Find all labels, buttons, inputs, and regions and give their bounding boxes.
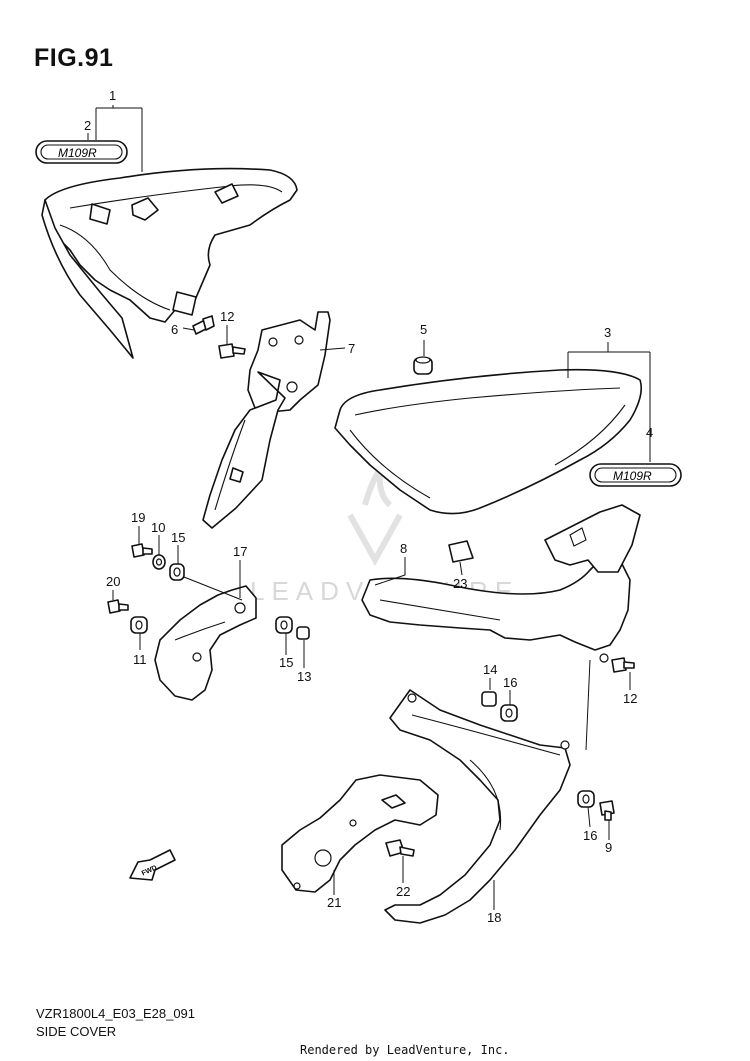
part-3-side-cover: [334, 368, 643, 515]
callout-1: 1: [109, 88, 116, 103]
callout-16-upper: 16: [503, 675, 517, 690]
part-6-screw: [192, 315, 215, 335]
part-5-grommet: [413, 356, 433, 375]
callout-3: 3: [604, 325, 611, 340]
callout-12-upper: 12: [220, 309, 234, 324]
callout-15-upper: 15: [171, 530, 185, 545]
part-18-lower-cover: [384, 689, 571, 924]
part-9-screw: [599, 800, 615, 821]
callout-20: 20: [106, 574, 120, 589]
part-19-screw: [131, 543, 153, 558]
emblem-label-right: M109R: [613, 469, 652, 483]
part-2-emblem: M109R: [35, 140, 128, 164]
part-11-grommet: [130, 616, 148, 634]
fwd-direction-arrow-icon: FWD: [129, 849, 176, 881]
callout-17: 17: [233, 544, 247, 559]
part-16-grommet-upper: [500, 704, 518, 722]
part-20-screw: [107, 599, 129, 614]
callout-8: 8: [400, 541, 407, 556]
callout-13: 13: [297, 669, 311, 684]
callout-23: 23: [453, 576, 467, 591]
part-8-cover: [361, 504, 641, 663]
callout-10: 10: [151, 520, 165, 535]
part-22-bolt: [385, 839, 415, 857]
callout-22: 22: [396, 884, 410, 899]
leader-lines: [87, 105, 651, 910]
callout-21: 21: [327, 895, 341, 910]
callout-11: 11: [133, 652, 147, 667]
part-14-collar: [481, 691, 497, 707]
callout-12-lower: 12: [623, 691, 637, 706]
part-1-rear-side-cover: [41, 167, 298, 359]
callout-16-lower: 16: [583, 828, 597, 843]
callouts: 1 2 3 4 5 6 7 8 9 10 11 12 12 13 14 15 1…: [84, 88, 653, 925]
part-13-collar: [296, 626, 310, 640]
emblem-label-left: M109R: [58, 146, 97, 160]
callout-5: 5: [420, 322, 427, 337]
callout-14: 14: [483, 662, 497, 677]
part-21-bracket-plate: [281, 774, 439, 893]
callout-19: 19: [131, 510, 145, 525]
part-4-emblem: M109R: [589, 463, 682, 487]
callout-6: 6: [171, 322, 178, 337]
callout-9: 9: [605, 840, 612, 855]
part-12-screw-lower: [611, 657, 635, 673]
part-15-grommet-lower: [275, 616, 293, 634]
diagram-code: VZR1800L4_E03_E28_091: [36, 1006, 196, 1021]
figure-title: FIG.91: [34, 44, 114, 72]
diagram-name: SIDE COVER: [36, 1024, 117, 1039]
render-credit: Rendered by LeadVenture, Inc.: [300, 1043, 510, 1057]
part-17-bracket: [154, 585, 257, 701]
callout-15-lower: 15: [279, 655, 293, 670]
part-7-bracket: [202, 311, 331, 529]
part-23-pad: [448, 540, 474, 563]
part-15-grommet-upper: [169, 563, 185, 581]
part-10-washer: [152, 554, 166, 570]
callout-4: 4: [646, 425, 653, 440]
part-16-grommet-lower: [577, 790, 595, 808]
callout-7: 7: [348, 341, 355, 356]
callout-2: 2: [84, 118, 91, 133]
callout-18: 18: [487, 910, 501, 925]
part-12-screw-upper: [218, 343, 246, 359]
